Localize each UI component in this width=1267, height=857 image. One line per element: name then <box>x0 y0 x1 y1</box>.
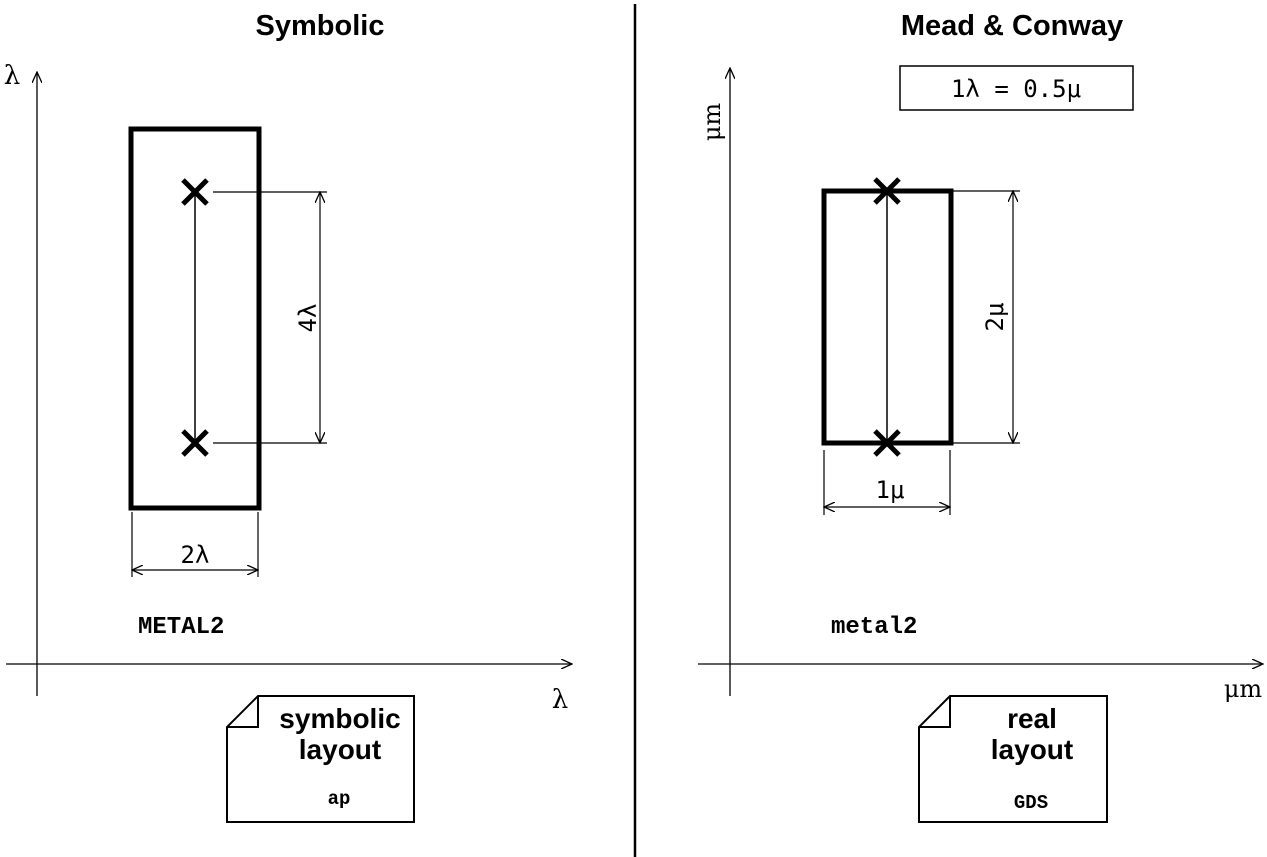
real-bottom-point-icon <box>873 429 901 457</box>
symbolic-bottom-point-icon <box>181 429 209 457</box>
real-document-icon <box>918 695 1108 823</box>
symbolic-y-axis-label: λ <box>4 61 20 91</box>
real-width-label: 1μ <box>876 476 905 504</box>
symbolic-layer-label: METAL2 <box>138 614 224 641</box>
real-doc-line2: layout <box>991 734 1073 765</box>
symbolic-width-label: 2λ <box>181 541 210 569</box>
real-panel: Mead & Conway 1λ = 0.5μ μm μm 2μ 1μ <box>698 10 1263 823</box>
symbolic-panel: Symbolic λ λ 4λ 2λ METAL2 <box>4 10 572 823</box>
symbolic-top-point-icon <box>181 178 209 206</box>
symbolic-x-axis-label: λ <box>552 685 568 715</box>
real-height-label: 2μ <box>981 303 1009 332</box>
symbolic-title: Symbolic <box>256 10 385 42</box>
real-y-axis-label: μm <box>698 103 726 142</box>
scale-note-text: 1λ = 0.5μ <box>951 75 1081 103</box>
symbolic-document-icon <box>226 695 415 823</box>
symbolic-doc-line1: symbolic <box>279 703 400 734</box>
symbolic-doc-line2: layout <box>299 734 381 765</box>
real-top-point-icon <box>873 177 901 205</box>
real-doc-format: GDS <box>1014 792 1048 814</box>
real-layer-label: metal2 <box>831 614 917 641</box>
real-doc-line1: real <box>1007 703 1057 734</box>
symbolic-metal-rect <box>128 126 262 511</box>
symbolic-height-label: 4λ <box>294 304 322 333</box>
scale-note-box <box>899 65 1134 111</box>
real-x-axis-label: μm <box>1224 675 1263 703</box>
symbolic-doc-format: ap <box>328 788 351 810</box>
real-title: Mead & Conway <box>901 10 1123 42</box>
